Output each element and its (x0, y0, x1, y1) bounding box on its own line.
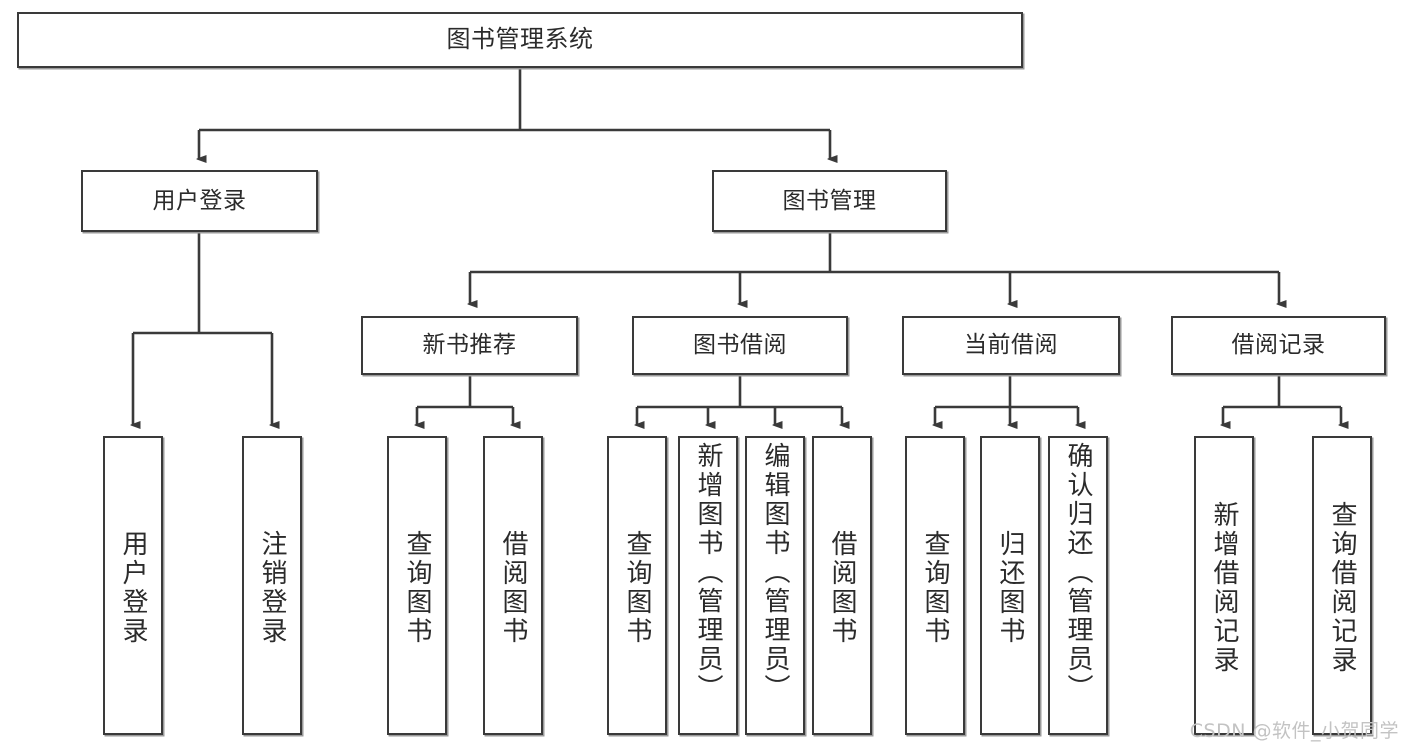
node-current-borrow[interactable]: 当前借阅 (902, 316, 1120, 375)
node-leaf-query-book-current-label: 查询图书 (920, 529, 950, 646)
node-leaf-logout[interactable]: 注销登录 (242, 436, 302, 735)
node-leaf-user-login[interactable]: 用户登录 (103, 436, 163, 735)
node-leaf-borrow-book-recommend-label: 借阅图书 (498, 529, 528, 646)
node-leaf-edit-book-admin-label: 编辑图书（管理员） (760, 442, 790, 703)
node-leaf-return-book[interactable]: 归还图书 (980, 436, 1040, 735)
node-user-login[interactable]: 用户登录 (81, 170, 318, 232)
node-leaf-confirm-return-admin-label: 确认归还（管理员） (1063, 442, 1093, 703)
node-borrow-record[interactable]: 借阅记录 (1171, 316, 1386, 375)
node-leaf-query-book-borrow-label: 查询图书 (622, 529, 652, 646)
node-borrow-record-label: 借阅记录 (1231, 332, 1326, 359)
node-book-management[interactable]: 图书管理 (712, 170, 947, 232)
node-book-management-label: 图书管理 (782, 187, 877, 214)
node-leaf-borrow-book[interactable]: 借阅图书 (812, 436, 872, 735)
node-leaf-query-book-recommend-label: 查询图书 (402, 529, 432, 646)
node-leaf-query-book-recommend[interactable]: 查询图书 (387, 436, 447, 735)
node-leaf-query-book-current[interactable]: 查询图书 (905, 436, 965, 735)
node-leaf-query-book-borrow[interactable]: 查询图书 (607, 436, 667, 735)
node-current-borrow-label: 当前借阅 (964, 332, 1058, 359)
node-leaf-borrow-book-label: 借阅图书 (827, 529, 857, 646)
node-leaf-add-borrow-record-label: 新增借阅记录 (1209, 500, 1239, 675)
node-leaf-edit-book-admin[interactable]: 编辑图书（管理员） (745, 436, 805, 735)
watermark-text: CSDN @软件_小贺同学 (1189, 720, 1399, 742)
node-leaf-user-login-label: 用户登录 (118, 529, 148, 646)
node-leaf-confirm-return-admin[interactable]: 确认归还（管理员） (1048, 436, 1108, 735)
node-user-login-label: 用户登录 (152, 187, 247, 214)
node-book-borrow-label: 图书借阅 (693, 332, 787, 359)
node-leaf-logout-label: 注销登录 (257, 529, 287, 646)
node-leaf-query-borrow-record[interactable]: 查询借阅记录 (1312, 436, 1372, 735)
node-leaf-borrow-book-recommend[interactable]: 借阅图书 (483, 436, 543, 735)
node-new-book-recommend[interactable]: 新书推荐 (361, 316, 578, 375)
node-book-borrow[interactable]: 图书借阅 (632, 316, 848, 375)
node-root-system[interactable]: 图书管理系统 (17, 12, 1023, 68)
node-leaf-return-book-label: 归还图书 (995, 529, 1025, 646)
node-new-book-recommend-label: 新书推荐 (422, 332, 517, 359)
node-leaf-add-book-admin[interactable]: 新增图书（管理员） (678, 436, 738, 735)
node-leaf-query-borrow-record-label: 查询借阅记录 (1327, 500, 1357, 675)
node-leaf-add-borrow-record[interactable]: 新增借阅记录 (1194, 436, 1254, 735)
node-leaf-add-book-admin-label: 新增图书（管理员） (693, 442, 723, 703)
node-root-system-label: 图书管理系统 (446, 25, 594, 54)
